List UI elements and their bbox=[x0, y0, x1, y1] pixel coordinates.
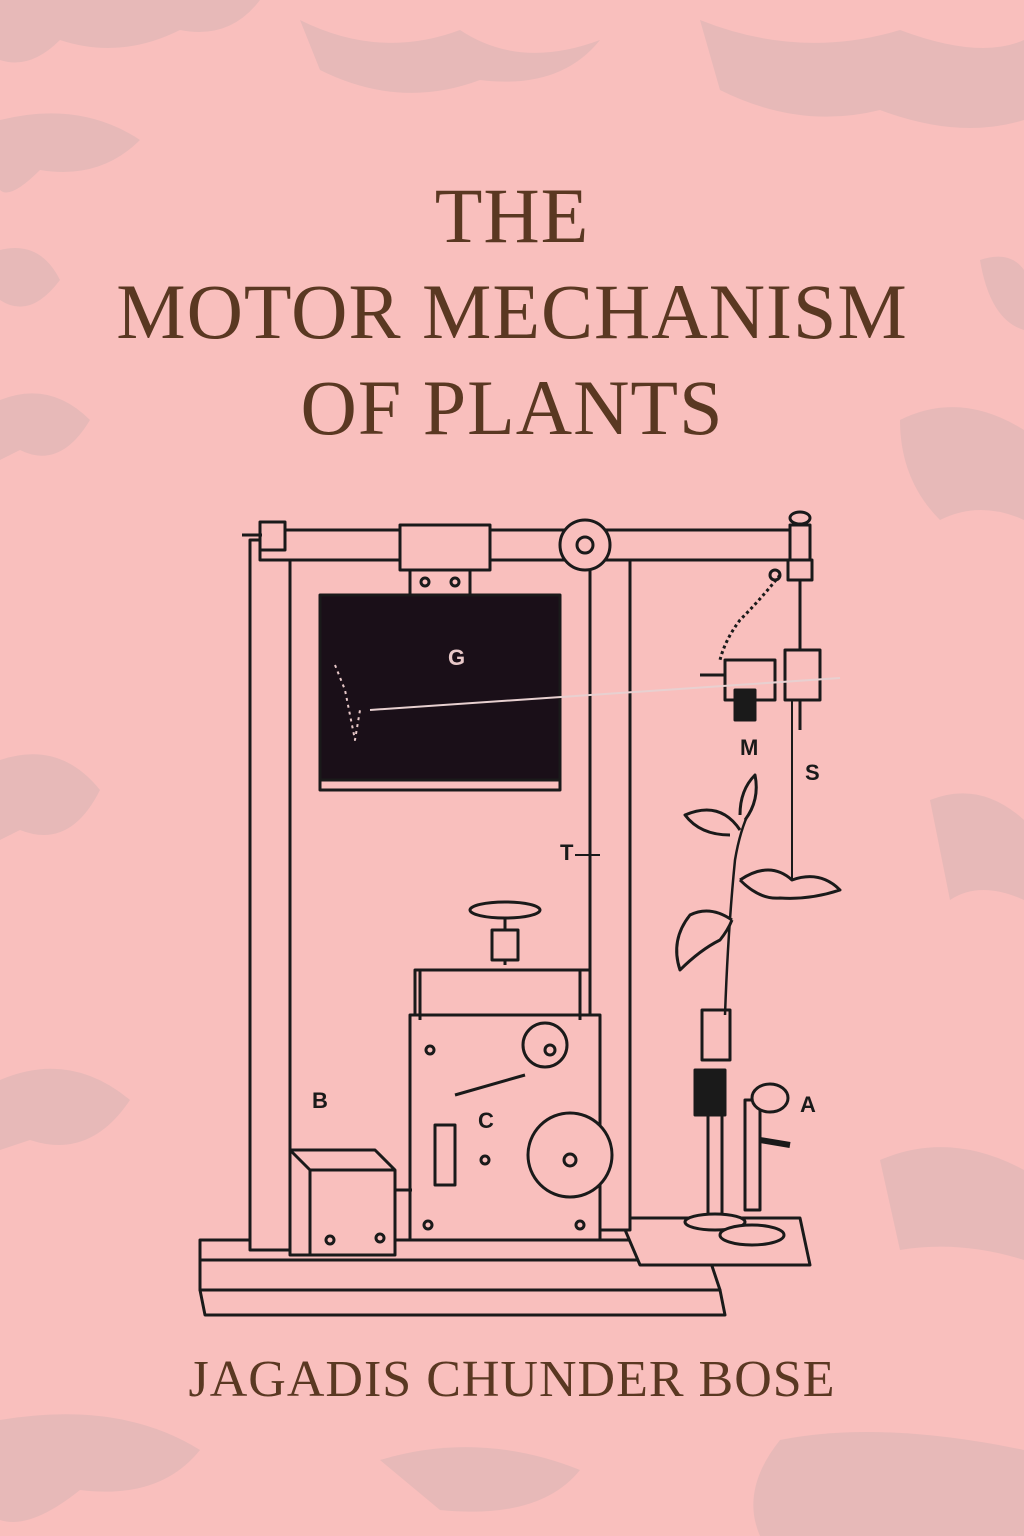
label-s: S bbox=[805, 760, 820, 785]
title-line-3: OF PLANTS bbox=[300, 364, 724, 451]
title-line-1: THE bbox=[434, 172, 590, 259]
apparatus-illustration: G M S T B C A bbox=[198, 510, 842, 1317]
label-m: M bbox=[740, 735, 758, 760]
author-name: JAGADIS CHUNDER BOSE bbox=[188, 1351, 836, 1408]
label-t: T bbox=[560, 840, 574, 865]
label-b: B bbox=[312, 1088, 328, 1113]
title-line-2: MOTOR MECHANISM bbox=[116, 268, 908, 355]
label-c: C bbox=[478, 1108, 494, 1133]
label-g: G bbox=[448, 645, 465, 670]
book-title: THE MOTOR MECHANISM OF PLANTS bbox=[0, 168, 1024, 456]
label-a: A bbox=[800, 1092, 816, 1117]
